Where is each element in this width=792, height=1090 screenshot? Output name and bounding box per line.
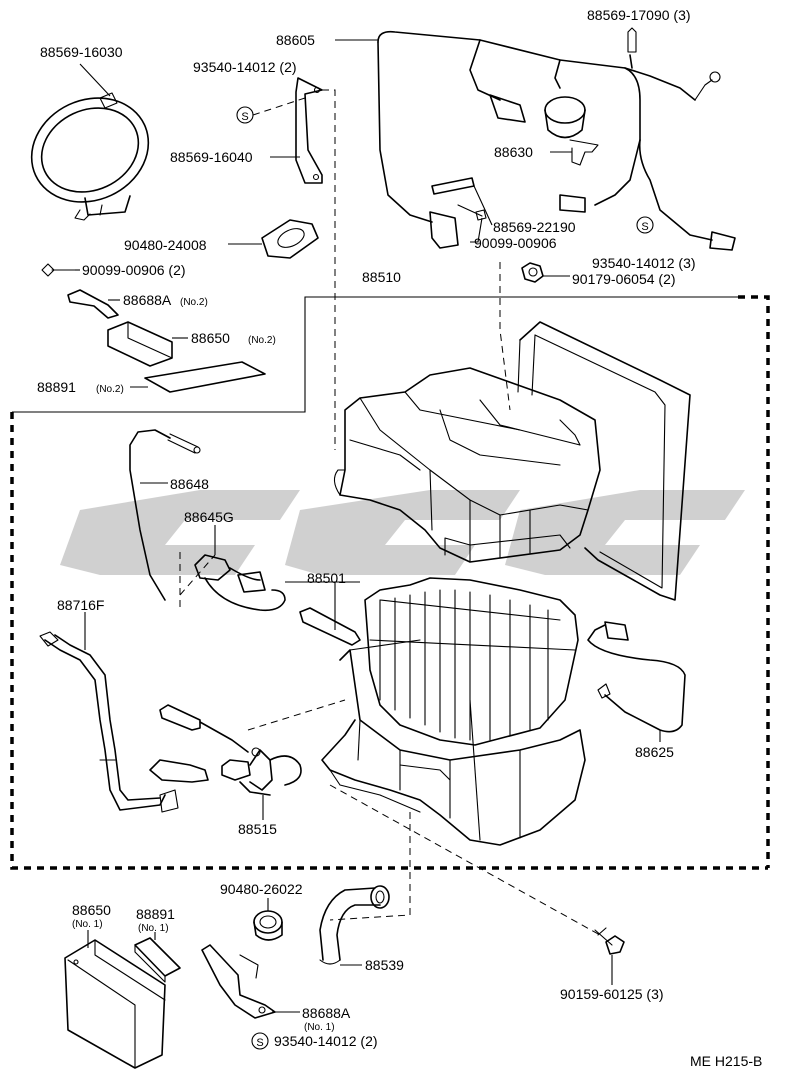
watermark [60, 490, 745, 575]
label-88539: 88539 [365, 957, 404, 973]
s-mark-top: S [236, 97, 306, 124]
label-88688A-no1-sub: (No. 1) [304, 1022, 335, 1033]
label-88688A-no2: 88688A [123, 292, 172, 308]
label-88501: 88501 [307, 570, 346, 586]
label-88688A-no1: 88688A [302, 1005, 351, 1021]
svg-text:S: S [641, 221, 648, 233]
part-88501-evaporator [285, 577, 579, 746]
part-90480-24008-grommet [228, 219, 319, 259]
label-88605: 88605 [276, 32, 315, 48]
label-88650-no2: 88650 [191, 330, 230, 346]
part-88515-expansion-valve [159, 704, 302, 820]
label-88510: 88510 [362, 269, 401, 285]
label-88515: 88515 [238, 821, 277, 837]
reference-code: ME H215-B [690, 1053, 762, 1069]
part-88605-wiring-harness [335, 27, 736, 251]
label-88688A-no2-sub: (No.2) [180, 297, 208, 308]
label-93540-14012-bot: 93540-14012 (2) [274, 1033, 378, 1049]
label-88569-16040: 88569-16040 [170, 149, 253, 165]
s-mark-text: S [241, 111, 248, 123]
label-88569-16030: 88569-16030 [40, 44, 123, 60]
s-mark-bottom: S [251, 1032, 269, 1050]
svg-text:S: S [256, 1037, 263, 1049]
part-88650-no2-amplifier [107, 321, 188, 367]
part-88510-unit-case [333, 367, 601, 563]
part-lower-case [321, 639, 586, 846]
label-88650-no2-sub: (No.2) [248, 335, 276, 346]
part-88569-16030-ring-clamp [30, 63, 150, 221]
part-90480-26022-grommet [253, 898, 283, 941]
label-90159-60125: 90159-60125 (3) [560, 986, 664, 1002]
part-88650-no1-amplifier [64, 930, 166, 1069]
label-88891-no2-sub: (No.2) [96, 384, 124, 395]
assembly-frame-88510 [10, 295, 770, 870]
part-88688A-no2-bracket [67, 289, 120, 319]
label-90480-24008: 90480-24008 [124, 237, 207, 253]
label-88645G: 88645G [184, 509, 234, 525]
label-88648: 88648 [170, 476, 209, 492]
label-88891-no2: 88891 [37, 379, 76, 395]
part-evaporator-frame [517, 321, 691, 601]
part-88716F-pipe [39, 612, 209, 813]
part-88645G-thermistor [194, 525, 286, 612]
part-88630-relay [544, 96, 599, 166]
part-88625-wire [587, 621, 686, 742]
label-93540-14012-top: 93540-14012 (2) [193, 59, 297, 75]
label-88891-no1: 88891 [136, 906, 175, 922]
part-90159-60125-screw [594, 927, 625, 985]
part-90099-00906-screw-right [457, 204, 487, 243]
label-88891-no1-sub: (No. 1) [138, 923, 169, 934]
part-88688A-no1-bracket [201, 944, 300, 1019]
label-88625: 88625 [635, 744, 674, 760]
dashed-reference-lines [179, 89, 601, 936]
label-93540-14012-right: 93540-14012 (3) [592, 255, 696, 271]
part-88569-16040-bracket [270, 77, 323, 184]
label-90099-00906-right: 90099-00906 [474, 235, 557, 251]
part-88648-sensor-wire [129, 429, 201, 601]
part-88569-22190-strap [431, 177, 493, 226]
label-88569-22190: 88569-22190 [493, 219, 576, 235]
part-88891-no1-pad [134, 932, 181, 983]
label-88630: 88630 [494, 144, 533, 160]
part-labels: 88569-16030 93540-14012 (2) 88569-16040 … [37, 7, 762, 1069]
label-88650-no1-sub: (No. 1) [72, 919, 103, 930]
label-90099-00906-left: 90099-00906 (2) [82, 262, 186, 278]
label-88650-no1: 88650 [72, 902, 111, 918]
part-88891-no2-pad [130, 361, 266, 393]
part-88539-drain-hose [319, 885, 390, 966]
label-90179-06054: 90179-06054 (2) [572, 271, 676, 287]
label-88569-17090: 88569-17090 (3) [587, 7, 691, 23]
part-90099-00906-screw-left [41, 263, 80, 277]
label-88716F: 88716F [57, 597, 104, 613]
label-90480-26022: 90480-26022 [220, 881, 303, 897]
s-mark-right: S [636, 216, 654, 234]
part-90179-06054-nut [521, 262, 570, 283]
